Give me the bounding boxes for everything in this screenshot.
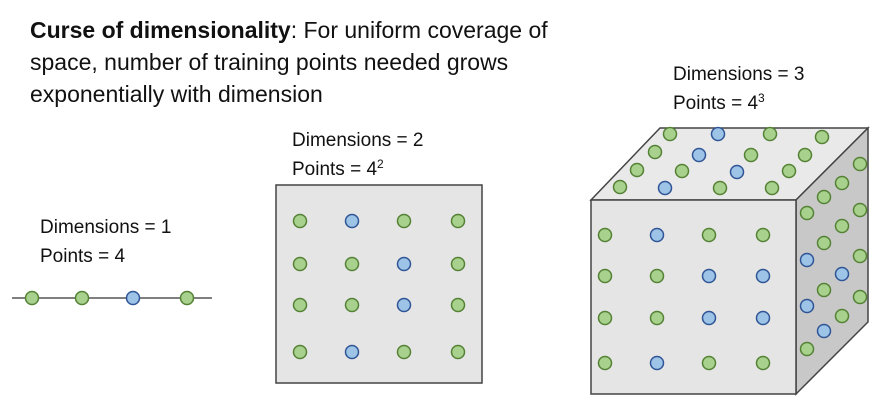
points-3-label: Points = 43 (673, 89, 765, 118)
title-bold: Curse of dimensionality (30, 17, 291, 43)
point-3d-side-1-1 (816, 282, 832, 298)
point-3d-front-2-3 (755, 310, 771, 326)
point-3d-side-extra-1 (816, 189, 832, 205)
point-2d-3-3 (450, 344, 466, 360)
point-2d-0-3 (450, 213, 466, 229)
point-3d-side-extra-3 (852, 156, 868, 172)
points-2-exp: 2 (377, 157, 384, 171)
point-1d-3 (179, 290, 195, 306)
point-3d-front-1-2 (701, 268, 717, 284)
point-3d-side-3-0 (852, 202, 868, 218)
points-layer (24, 126, 868, 371)
square-2d (275, 184, 483, 384)
points-1-base: 4 (114, 246, 126, 267)
point-3d-top-1-1 (691, 147, 707, 163)
point-3d-top-0-3 (814, 129, 830, 145)
point-3d-side-extra-2 (834, 175, 850, 191)
point-3d-top-0-1 (710, 126, 726, 142)
dims-3-label: Dimensions = 3 (673, 64, 805, 85)
points-2-label: Points = 42 (292, 155, 384, 184)
point-3d-side-3-1 (852, 248, 868, 264)
point-2d-3-0 (292, 344, 308, 360)
point-3d-front-2-2 (701, 310, 717, 326)
point-3d-top-2-2 (729, 164, 745, 180)
point-2d-0-2 (396, 213, 412, 229)
point-2d-1-0 (292, 256, 308, 272)
point-3d-front-0-2 (701, 227, 717, 243)
point-3d-side-2-0 (834, 218, 850, 234)
points-1-prefix: Points = (40, 246, 115, 267)
point-3d-front-0-1 (649, 227, 665, 243)
point-1d-1 (74, 290, 90, 306)
point-3d-side-2-1 (834, 266, 850, 282)
points-3-base: 4 (747, 93, 759, 114)
point-2d-2-0 (292, 297, 308, 313)
dims-1-label: Dimensions = 1 (40, 217, 172, 238)
point-3d-side-1-2 (816, 323, 832, 339)
points-3-exp: 3 (758, 91, 765, 105)
point-3d-top-1-3 (797, 147, 813, 163)
points-3-prefix: Points = (673, 93, 748, 114)
points-1-label: Points = 4 (40, 242, 125, 271)
point-3d-side-0-0 (799, 252, 815, 268)
point-2d-1-2 (396, 256, 412, 272)
diagram-title: Curse of dimensionality: For uniform cov… (30, 14, 590, 110)
point-3d-side-0-1 (799, 298, 815, 314)
point-3d-side-3-2 (852, 289, 868, 305)
point-3d-top-3-2 (712, 180, 728, 196)
point-3d-front-2-1 (649, 310, 665, 326)
point-2d-1-3 (450, 256, 466, 272)
points-2-base: 4 (366, 159, 378, 180)
point-3d-front-1-1 (649, 268, 665, 284)
point-3d-side-1-0 (816, 235, 832, 251)
point-3d-front-1-3 (755, 268, 771, 284)
point-3d-front-0-3 (755, 227, 771, 243)
point-2d-0-0 (292, 213, 308, 229)
point-3d-top-2-1 (674, 163, 690, 179)
point-3d-side-extra-0 (799, 205, 815, 221)
point-3d-top-1-2 (743, 147, 759, 163)
point-3d-top-0-2 (762, 126, 778, 142)
point-3d-front-2-0 (597, 310, 613, 326)
point-1d-2 (125, 290, 141, 306)
point-2d-1-1 (344, 256, 360, 272)
point-2d-3-2 (396, 344, 412, 360)
points-2-prefix: Points = (292, 159, 367, 180)
point-3d-front-3-1 (649, 355, 665, 371)
point-3d-side-2-2 (834, 308, 850, 324)
dims-2-label: Dimensions = 2 (292, 130, 424, 151)
point-3d-top-2-3 (781, 163, 797, 179)
point-3d-top-3-0 (612, 179, 628, 195)
point-3d-side-0-2 (799, 341, 815, 357)
point-3d-front-3-2 (701, 355, 717, 371)
point-3d-front-1-0 (597, 268, 613, 284)
point-3d-top-2-0 (629, 162, 645, 178)
point-3d-front-0-0 (597, 227, 613, 243)
point-3d-front-3-0 (597, 355, 613, 371)
point-2d-3-1 (344, 344, 360, 360)
title-rest: : For uniform coverage of space, number … (30, 17, 548, 107)
point-1d-0 (24, 290, 40, 306)
point-3d-top-0-0 (662, 126, 678, 142)
point-3d-top-3-3 (764, 180, 780, 196)
point-2d-2-3 (450, 297, 466, 313)
point-3d-top-3-1 (657, 180, 673, 196)
point-3d-front-3-3 (755, 355, 771, 371)
point-2d-0-1 (344, 213, 360, 229)
point-2d-2-2 (396, 297, 412, 313)
point-3d-top-1-0 (647, 144, 663, 160)
point-2d-2-1 (344, 297, 360, 313)
